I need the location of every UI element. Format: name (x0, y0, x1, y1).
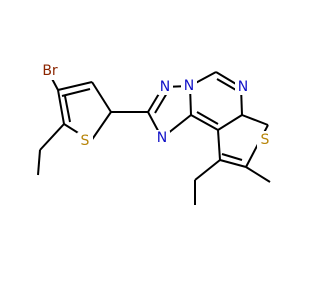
bond (221, 153, 243, 161)
bond (154, 92, 168, 114)
bond (194, 159, 221, 181)
bond (216, 78, 237, 91)
nitrogen-atom-label: N (160, 79, 170, 95)
bond (39, 123, 65, 151)
nitrogen-atom-label: N (184, 78, 194, 94)
bond (241, 114, 269, 126)
bond (57, 89, 65, 125)
nitrogen-atom-label: N (157, 130, 167, 146)
bond (64, 95, 71, 123)
molecule-diagram: Br S N N N N S (37, 63, 271, 205)
bond (217, 129, 221, 161)
bond (90, 111, 112, 142)
bromine-atom-label: Br (42, 63, 58, 79)
bond (196, 111, 219, 125)
sulfur-atom-label: S (81, 133, 90, 149)
nitrogen-atom-label: N (238, 79, 248, 95)
bond (245, 166, 271, 183)
bond (217, 114, 243, 131)
bond (91, 81, 112, 113)
bond (190, 114, 219, 131)
sulfur-atom-label: S (261, 132, 270, 148)
bond (61, 88, 91, 97)
bond (219, 159, 247, 168)
bond (57, 81, 93, 91)
bond (37, 149, 41, 176)
